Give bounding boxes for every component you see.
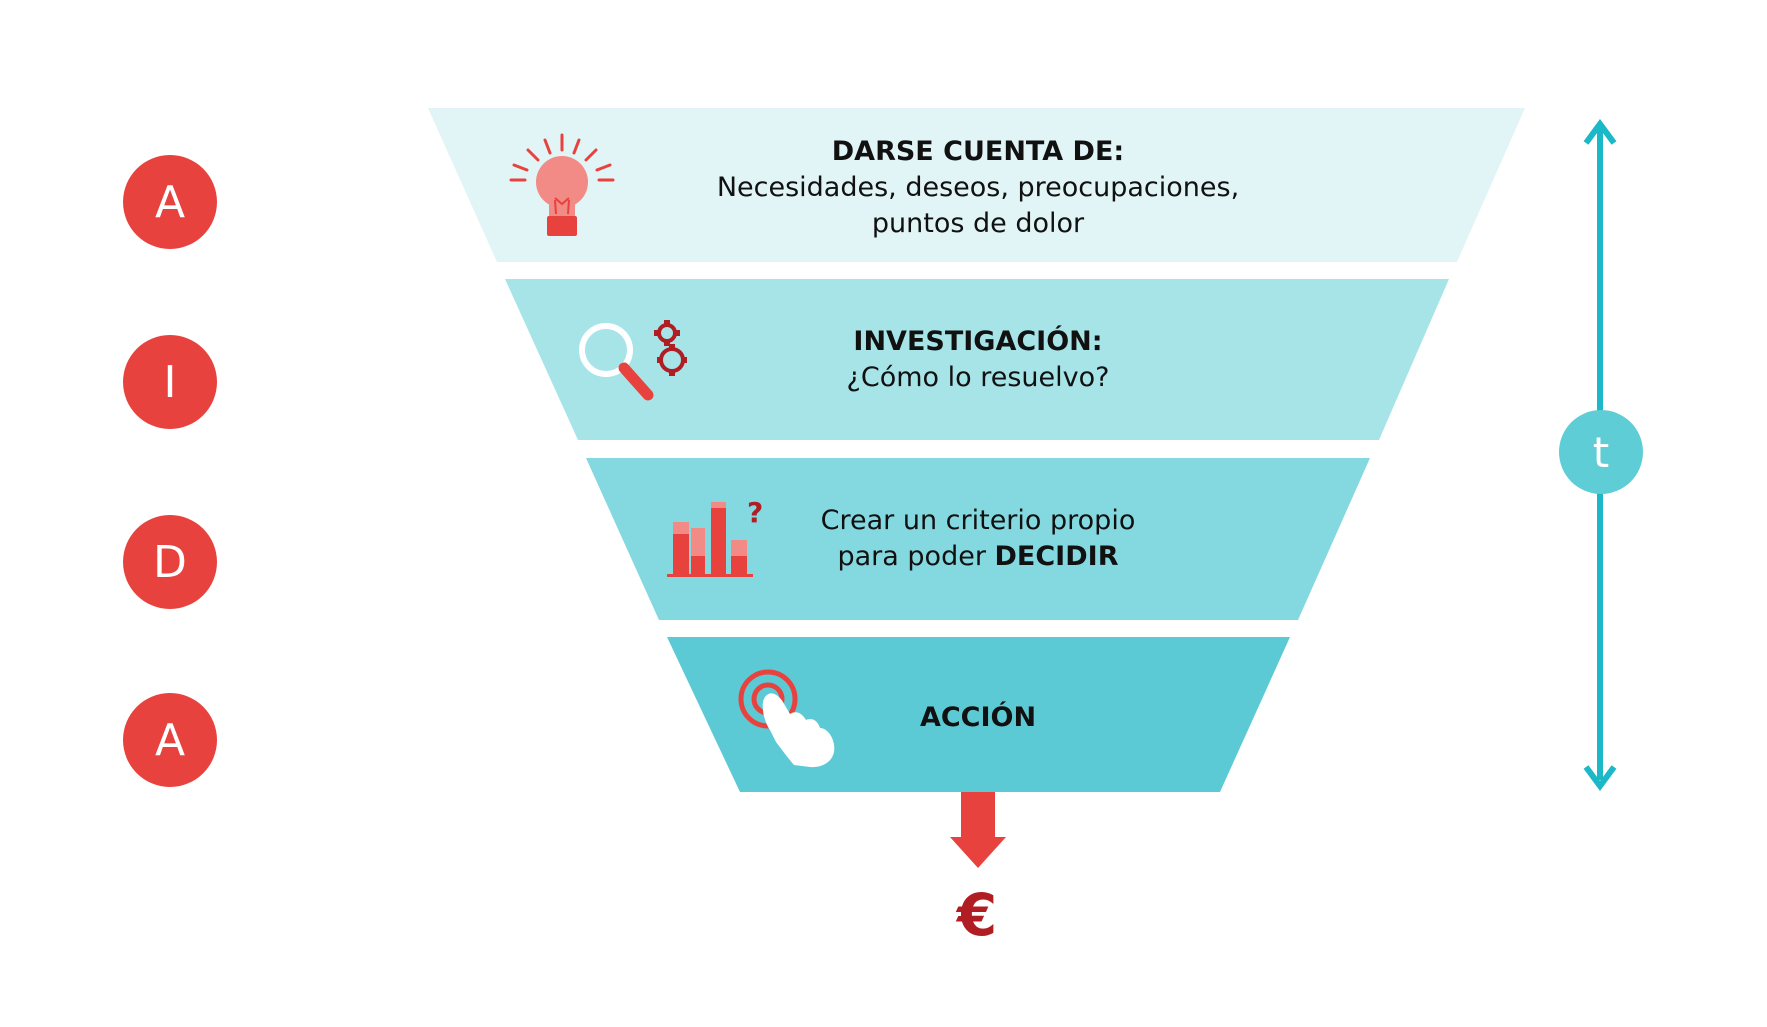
tier-1-line-2: puntos de dolor [871,208,1085,239]
timeline-badge: t [1559,410,1643,494]
tier-3-line-2-prefix: para poder [837,541,995,572]
tier-3-line-2: para poder DECIDIR [628,539,1328,575]
letter-a-attention: A [123,155,217,249]
funnel-tier-2 [505,279,1449,440]
tier-1-line-1: Necesidades, deseos, preocupaciones, [716,172,1240,203]
lightbulb-icon [509,133,615,236]
hand-click-icon [738,669,835,768]
tier-2-heading: INVESTIGACIÓN: [853,326,1103,357]
tier-2-text: INVESTIGACIÓN: ¿Cómo lo resuelvo? [628,324,1328,396]
funnel-tier-1 [428,108,1525,262]
tier-1-text: DARSE CUENTA DE: Necesidades, deseos, pr… [628,134,1328,242]
tier-3-line-2-bold: DECIDIR [994,541,1119,572]
funnel-tier-3 [586,458,1370,620]
bar-chart-question-icon: ? [667,496,763,577]
svg-text:?: ? [747,496,763,529]
tier-3-line-1: Crear un criterio propio [820,505,1136,536]
letter-i-interest: I [123,335,217,429]
euro-icon: € [956,881,998,949]
tier-4-heading: ACCIÓN [919,702,1037,733]
tier-4-text: ACCIÓN [628,700,1328,736]
letter-a-action: A [123,693,217,787]
letter-d-desire: D [123,515,217,609]
tier-1-heading: DARSE CUENTA DE: [831,136,1125,167]
result-arrow-icon [950,792,1006,868]
magnifier-gears-icon [579,320,687,401]
tier-3-text: Crear un criterio propio para poder DECI… [628,503,1328,575]
tier-2-line-1: ¿Cómo lo resuelvo? [846,362,1110,393]
